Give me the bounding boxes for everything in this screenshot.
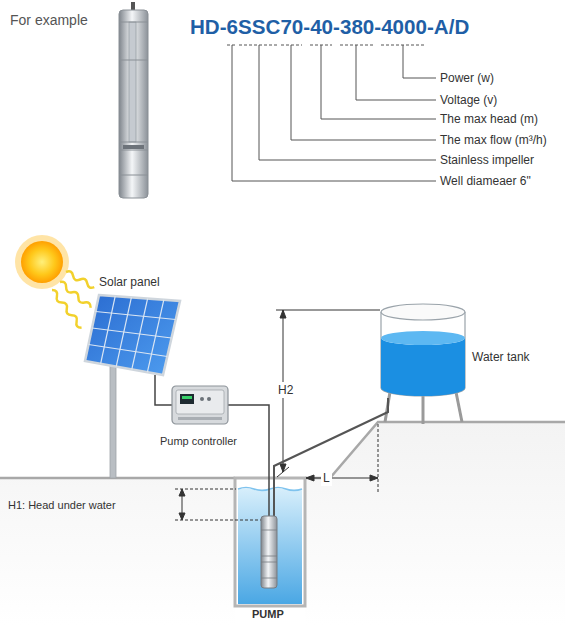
dimension-label: H1: Head under water — [8, 497, 116, 513]
controller-case — [172, 386, 228, 424]
solar-panel-shape — [85, 295, 180, 375]
pump-controller: Pump controller — [172, 386, 228, 424]
dimension-arrow — [179, 513, 185, 520]
solar-panel: Solar panel — [85, 295, 180, 375]
water-surface — [238, 488, 302, 491]
h2-dimension — [276, 310, 380, 477]
extension-line — [276, 310, 380, 311]
pump-ring — [119, 175, 148, 176]
code-part-label: Power (w) — [440, 70, 494, 86]
leader-line — [291, 45, 436, 140]
leader-lines — [227, 45, 436, 181]
extension-line — [378, 424, 379, 492]
dimension-arrow — [306, 475, 314, 481]
sun — [21, 241, 63, 283]
leader-line — [321, 45, 436, 119]
extension-line — [175, 520, 262, 521]
l-dimension — [306, 424, 378, 492]
ground-line — [0, 477, 235, 480]
controller-vent — [178, 417, 222, 420]
dimension-label: H2 — [276, 382, 295, 398]
leader-line — [232, 45, 436, 181]
panel-frame — [85, 295, 180, 375]
well-shaft — [235, 478, 305, 606]
model-code: HD-6SSC70-40-380-4000-A/D — [190, 19, 469, 35]
leader-line — [259, 45, 436, 160]
code-part-label: Voltage (v) — [440, 92, 497, 108]
panel-grid — [96, 312, 176, 320]
node-label: Water tank — [472, 349, 530, 365]
code-part-label: The max head (m) — [440, 111, 538, 127]
submersible-pump: PUMP — [261, 516, 277, 588]
controller-screen — [180, 394, 194, 404]
controller-display — [182, 396, 192, 399]
pump-ring — [119, 150, 148, 151]
tank-lid — [381, 304, 465, 320]
code-part-label: Well diameaer 6" — [440, 173, 531, 189]
dimension-arrow — [280, 310, 286, 318]
pump-ring — [261, 556, 277, 557]
controller-panel — [176, 390, 224, 414]
dimension-line — [306, 478, 378, 479]
water-pipe — [274, 398, 388, 516]
panel-grid — [92, 328, 172, 338]
pump-ring — [261, 530, 277, 531]
dimension-arrow — [179, 489, 185, 496]
panel-pole — [110, 362, 116, 478]
pump-ring — [119, 22, 148, 23]
power-cable — [155, 375, 172, 405]
pump-photo — [119, 2, 148, 198]
pump-ring — [261, 562, 277, 563]
water-tank-shape — [380, 302, 466, 398]
extension-line — [175, 489, 236, 490]
tank-leg — [385, 392, 390, 422]
code-part-label: Stainless impeller — [440, 152, 534, 168]
pump-ring — [119, 60, 148, 61]
pump-body — [119, 10, 148, 198]
tank-water — [381, 338, 465, 396]
pump-controller-shape — [172, 386, 228, 424]
dimension-label: L — [321, 470, 332, 486]
connectors — [155, 375, 388, 516]
leader-line — [356, 45, 436, 100]
sun-rays — [50, 270, 95, 330]
code-part-label: The max flow (m³/h) — [440, 132, 547, 148]
power-cable — [228, 405, 269, 516]
node-label: Solar panel — [99, 274, 160, 290]
dimension-arrow — [370, 475, 378, 481]
well-water — [238, 489, 302, 604]
controller-button — [207, 397, 211, 401]
tank-leg — [422, 396, 425, 424]
tank-leg — [456, 392, 462, 422]
pump-body — [261, 516, 277, 588]
node-label: Pump controller — [160, 433, 237, 449]
pump-ring — [261, 578, 277, 579]
pump-inlet — [123, 145, 144, 149]
water-tank: Water tank — [380, 302, 466, 398]
h1-dimension — [175, 489, 262, 520]
leader-line — [403, 45, 436, 78]
ground-line — [305, 422, 565, 478]
caption-note: For example — [10, 12, 88, 28]
tank-stand — [385, 392, 462, 424]
pump-ring — [119, 142, 148, 143]
sun-ray — [65, 270, 96, 289]
submersible-pump-shape — [261, 516, 277, 588]
tank-body — [381, 312, 465, 396]
controller-button — [200, 397, 204, 401]
water-surface — [381, 331, 465, 345]
dimension-tick — [277, 467, 289, 477]
node-label: PUMP — [252, 606, 284, 622]
panel-grid — [89, 345, 168, 357]
sun-ray — [50, 288, 83, 329]
cable-guard — [129, 22, 136, 142]
